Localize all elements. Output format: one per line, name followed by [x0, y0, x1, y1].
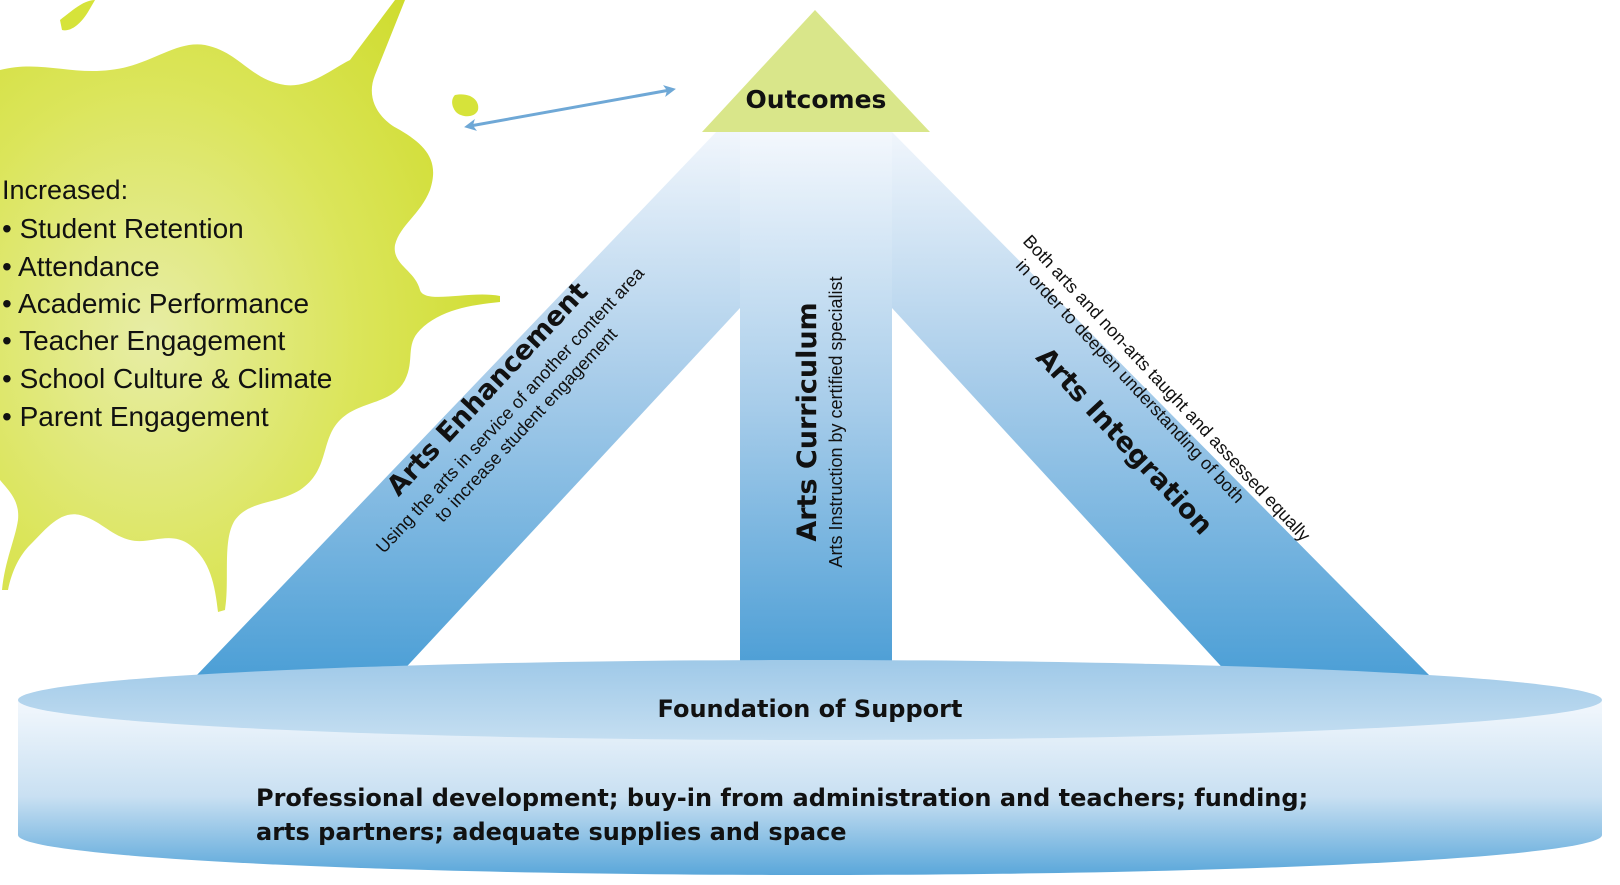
outcome-item: • Academic Performance: [2, 288, 309, 319]
foundation-desc-line1: Professional development; buy-in from ad…: [256, 784, 1308, 812]
foundation-base: Foundation of Support Professional devel…: [18, 660, 1602, 875]
arts-curriculum-desc: Arts Instruction by certified specialist: [826, 276, 846, 567]
foundation-cylinder-side: [18, 700, 1602, 875]
outcome-item: • School Culture & Climate: [2, 363, 332, 394]
outcomes-apex: [702, 10, 930, 132]
outcomes-heading: Increased:: [2, 175, 128, 205]
outcome-item: • Student Retention: [2, 213, 244, 244]
foundation-desc-line2: arts partners; adequate supplies and spa…: [256, 818, 847, 846]
outcome-item: • Teacher Engagement: [2, 325, 285, 356]
double-arrow: [464, 85, 676, 131]
pillar-arts-integration: [880, 130, 1430, 676]
pillar-arts-curriculum: [740, 130, 892, 676]
arts-curriculum-title: Arts Curriculum: [792, 302, 823, 541]
outcomes-list: Increased: • Student Retention • Attenda…: [2, 175, 332, 432]
outcome-item: • Parent Engagement: [2, 401, 269, 432]
foundation-cylinder-top: [18, 660, 1602, 740]
foundation-title: Foundation of Support: [658, 695, 963, 723]
arts-curriculum-labels: Arts Curriculum Arts Instruction by cert…: [792, 276, 846, 567]
outcomes-title: Outcomes: [746, 85, 887, 114]
outcome-item: • Attendance: [2, 251, 160, 282]
pillar-arts-enhancement: [196, 130, 740, 676]
